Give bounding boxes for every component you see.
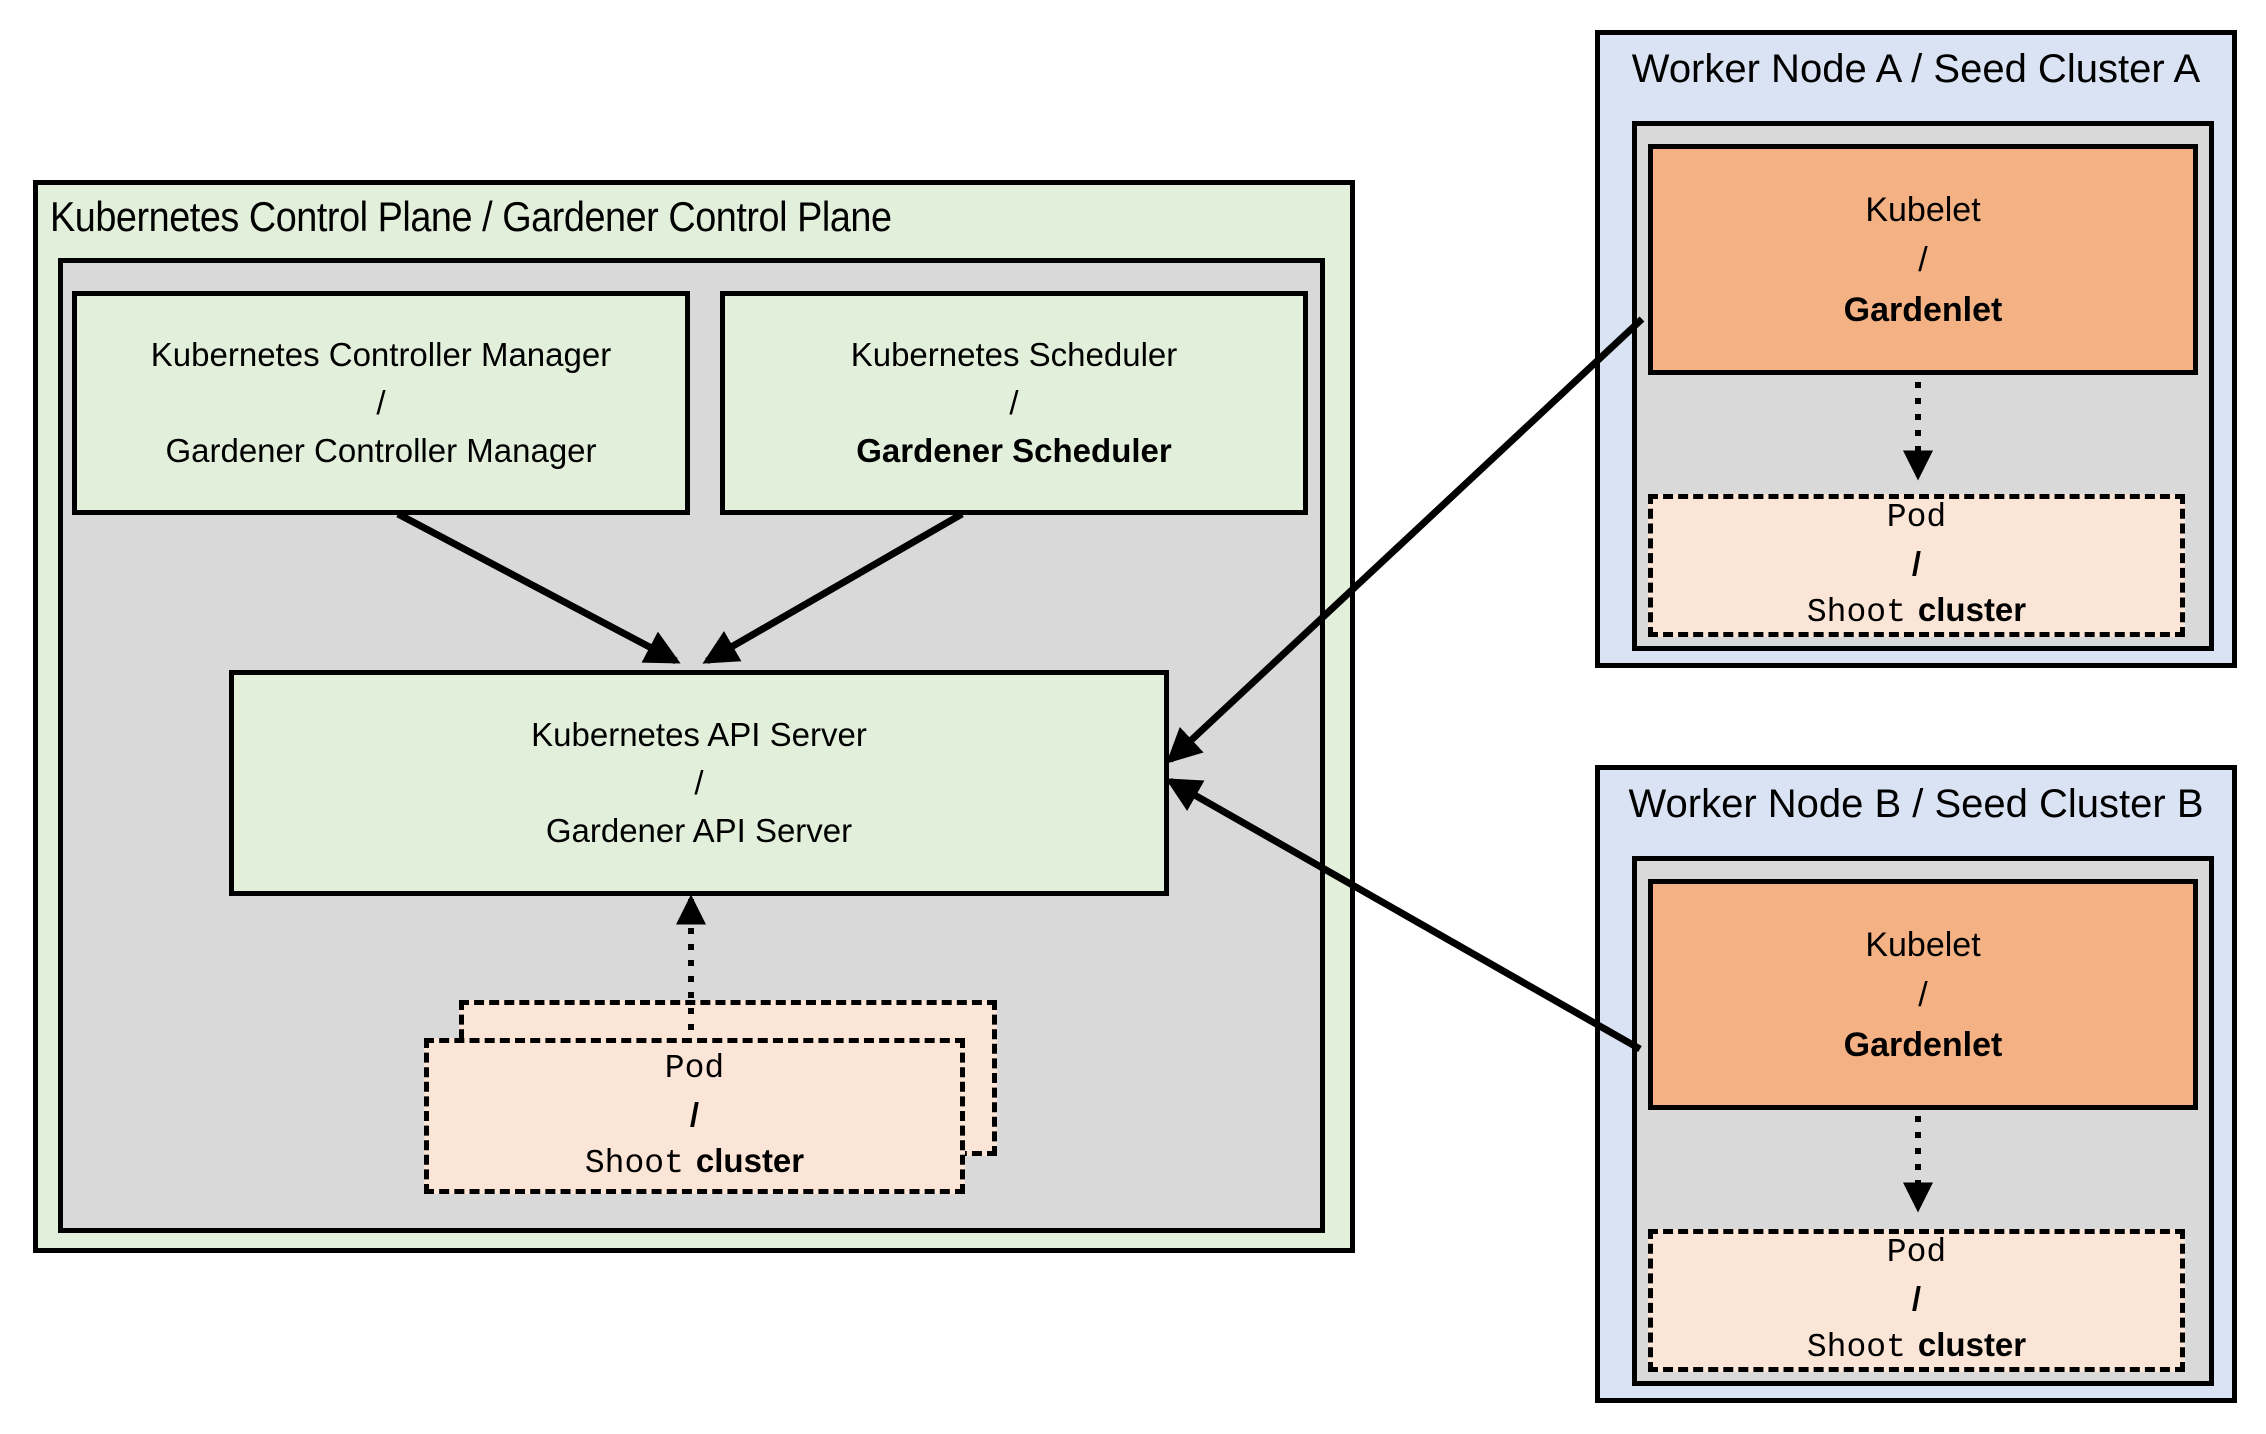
- scheduler-label-line1: Kubernetes Scheduler: [850, 336, 1178, 373]
- pod-shoot-box: Pod / Shoot cluster: [424, 1038, 965, 1194]
- worker-node-a-title: Worker Node A / Seed Cluster A: [1631, 47, 2201, 91]
- kubelet-label: Kubelet: [1865, 190, 1981, 229]
- gardenlet-label: Gardenlet: [1843, 290, 2003, 329]
- pod-label: Pod: [1886, 1234, 1947, 1271]
- kubelet-gardenlet-box-b: Kubelet / Gardenlet: [1648, 879, 2198, 1110]
- pod-shoot-box-b: Pod / Shoot cluster: [1648, 1229, 2185, 1372]
- pod-slash: /: [689, 1095, 700, 1133]
- worker-node-a-box: Worker Node A / Seed Cluster A Kubelet /…: [1595, 30, 2237, 668]
- pod-shoot-box-a: Pod / Shoot cluster: [1648, 494, 2185, 637]
- api-server-box: Kubernetes API Server / Gardener API Ser…: [229, 670, 1169, 896]
- scheduler-box: Kubernetes Scheduler / Gardener Schedule…: [720, 291, 1308, 515]
- controller-manager-label-line1: Kubernetes Controller Manager: [150, 336, 612, 373]
- worker-node-b-title: Worker Node B / Seed Cluster B: [1628, 782, 2204, 826]
- shoot-label: Shoot: [1806, 1329, 1906, 1366]
- shoot-label: Shoot: [584, 1144, 684, 1182]
- gardenlet-label: Gardenlet: [1843, 1025, 2003, 1064]
- api-server-label-line1: Kubernetes API Server: [531, 716, 867, 753]
- worker-node-b-box: Worker Node B / Seed Cluster B Kubelet /…: [1595, 765, 2237, 1403]
- controller-manager-label-slash: /: [376, 384, 386, 421]
- cluster-label: cluster: [1917, 591, 2027, 628]
- control-plane-inner-box: Kubernetes Controller Manager / Gardener…: [58, 258, 1325, 1233]
- kubelet-gardenlet-box-a: Kubelet / Gardenlet: [1648, 144, 2198, 375]
- worker-node-b-inner-box: Kubelet / Gardenlet Pod / Shoot cluster: [1632, 856, 2214, 1386]
- controller-manager-box: Kubernetes Controller Manager / Gardener…: [72, 291, 690, 515]
- cluster-label: cluster: [1917, 1326, 2027, 1363]
- control-plane-title: Kubernetes Control Plane / Gardener Cont…: [50, 193, 892, 240]
- worker-node-a-inner-box: Kubelet / Gardenlet Pod / Shoot cluster: [1632, 121, 2214, 651]
- pod-slash: /: [1911, 545, 1922, 582]
- controller-manager-label-line3: Gardener Controller Manager: [165, 432, 597, 469]
- api-server-label-line3: Gardener API Server: [545, 812, 853, 849]
- control-plane-box: Kubernetes Control Plane / Gardener Cont…: [33, 180, 1355, 1253]
- pod-label: Pod: [1886, 499, 1947, 536]
- kubelet-slash: /: [1918, 240, 1928, 279]
- cluster-label: cluster: [695, 1141, 805, 1179]
- scheduler-label-line3: Gardener Scheduler: [856, 432, 1172, 469]
- kubelet-label: Kubelet: [1865, 925, 1981, 964]
- shoot-label: Shoot: [1806, 594, 1906, 631]
- scheduler-label-slash: /: [1009, 384, 1019, 421]
- api-server-label-slash: /: [694, 764, 704, 801]
- kubelet-slash: /: [1918, 975, 1928, 1014]
- pod-slash: /: [1911, 1280, 1922, 1317]
- pod-label: Pod: [664, 1049, 725, 1087]
